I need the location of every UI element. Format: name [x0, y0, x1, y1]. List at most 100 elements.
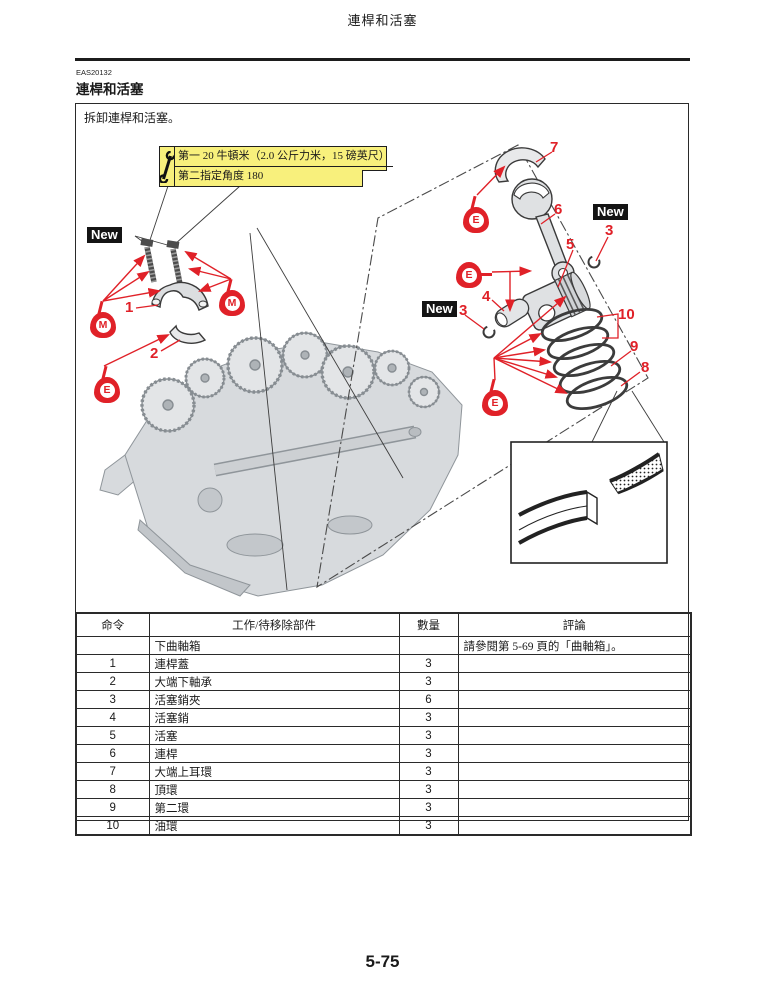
- table-row: 6 連桿 3: [75, 744, 692, 763]
- table-header-row: 命令 工作/待移除部件 數量 評論: [75, 612, 692, 637]
- molybdenum-oil-icon: M: [90, 300, 116, 338]
- piston-rings: [540, 307, 629, 411]
- table-row: 下曲軸箱 請參閱第 5-69 頁的「曲軸箱」。: [75, 636, 692, 655]
- order-cell: 5: [75, 726, 150, 745]
- col-header-order: 命令: [75, 612, 150, 637]
- table-row: 10 油環 3: [75, 816, 692, 836]
- assembly-frame-dashline: [316, 144, 649, 589]
- callout-2: 2: [150, 345, 159, 362]
- qty-cell: 3: [398, 654, 459, 673]
- exploded-diagram: [99, 144, 668, 597]
- job-cell: 下曲軸箱: [148, 636, 400, 655]
- order-cell: 4: [75, 708, 150, 727]
- connecting-rod-cap: [151, 281, 209, 311]
- remarks-cell: [457, 816, 692, 836]
- table-row: 1 連桿蓋 3: [75, 654, 692, 673]
- piston-pin-clip: [587, 255, 601, 269]
- job-cell: 活塞: [148, 726, 400, 745]
- piston-pin: [494, 298, 530, 328]
- order-cell: [75, 636, 150, 655]
- remarks-cell: [457, 726, 692, 745]
- callout-7: 7: [550, 139, 559, 156]
- order-cell: 1: [75, 654, 150, 673]
- qty-cell: 3: [398, 816, 459, 836]
- remarks-cell: [457, 708, 692, 727]
- callout-3: 3: [459, 302, 468, 319]
- crankcase-illustration: [99, 341, 463, 597]
- job-cell: 第二環: [148, 798, 400, 817]
- connecting-rod-bolts: [140, 238, 183, 285]
- order-cell: 9: [75, 798, 150, 817]
- remarks-cell: [457, 762, 692, 781]
- new-part-label: New: [87, 227, 122, 243]
- note-box-notch: [362, 170, 387, 187]
- section-title: 連桿和活塞: [76, 82, 144, 97]
- remarks-cell: [457, 672, 692, 691]
- table-row: 9 第二環 3: [75, 798, 692, 817]
- new-part-label: New: [593, 204, 628, 220]
- job-cell: 大端上耳環: [148, 762, 400, 781]
- col-header-qty: 數量: [398, 612, 459, 637]
- remarks-cell: [457, 798, 692, 817]
- order-cell: 6: [75, 744, 150, 763]
- remarks-cell: [457, 744, 692, 763]
- callout-5: 5: [566, 236, 575, 253]
- callout-leaders: [135, 151, 641, 387]
- engine-oil-icon: E: [456, 262, 492, 288]
- job-cell: 活塞銷夾: [148, 690, 400, 709]
- table-row: 2 大端下軸承 3: [75, 672, 692, 691]
- remarks-cell: [457, 690, 692, 709]
- intro-text: 拆卸連桿和活塞。: [84, 111, 181, 125]
- torque-note-box: 第一 20 牛頓米（2.0 公斤力米，15 磅英尺） 第二指定角度 180: [159, 146, 393, 187]
- col-header-remarks: 評論: [457, 612, 692, 637]
- remarks-cell: [457, 780, 692, 799]
- ring-gap-inset: [510, 441, 668, 564]
- torque-spec-line1: 第一 20 牛頓米（2.0 公斤力米，15 磅英尺）: [175, 147, 393, 167]
- job-cell: 連桿蓋: [148, 654, 400, 673]
- cap-bolt-hole: [198, 300, 208, 308]
- piston: [522, 271, 591, 331]
- table-row: 4 活塞銷 3: [75, 708, 692, 727]
- lubrication-arrows: [102, 165, 568, 394]
- order-cell: 8: [75, 780, 150, 799]
- table-row: 8 頂環 3: [75, 780, 692, 799]
- table-row: 5 活塞 3: [75, 726, 692, 745]
- job-cell: 大端下軸承: [148, 672, 400, 691]
- qty-cell: 3: [398, 762, 459, 781]
- job-cell: 油環: [148, 816, 400, 836]
- big-end-lower-bearing: [169, 324, 207, 344]
- qty-cell: 3: [398, 708, 459, 727]
- qty-cell: 3: [398, 726, 459, 745]
- running-header: 連桿和活塞: [347, 13, 418, 28]
- callout-4: 4: [482, 288, 491, 305]
- qty-cell: [398, 636, 459, 655]
- piston-pin-clip: [482, 325, 496, 339]
- big-end-upper-bearing: [494, 147, 546, 183]
- qty-cell: 3: [398, 672, 459, 691]
- order-cell: 2: [75, 672, 150, 691]
- job-cell: 活塞銷: [148, 708, 400, 727]
- removal-table: 命令 工作/待移除部件 數量 評論 下曲軸箱 請參閱第 5-69 頁的「曲軸箱」…: [75, 612, 692, 836]
- leader-lines: [134, 185, 665, 591]
- crankshaft-illustration: [213, 425, 422, 477]
- crankcase-gears: [140, 331, 441, 433]
- col-header-job: 工作/待移除部件: [148, 612, 400, 637]
- callout-9: 9: [630, 338, 639, 355]
- header-rule: [75, 58, 690, 61]
- job-cell: 連桿: [148, 744, 400, 763]
- remarks-cell: [457, 654, 692, 673]
- callout-3: 3: [605, 222, 614, 239]
- callout-1: 1: [125, 299, 134, 316]
- engine-oil-icon: E: [463, 195, 489, 233]
- molybdenum-oil-icon: M: [219, 278, 245, 316]
- qty-cell: 3: [398, 798, 459, 817]
- order-cell: 7: [75, 762, 150, 781]
- engine-oil-icon: E: [482, 378, 508, 416]
- qty-cell: 3: [398, 744, 459, 763]
- wrench-icon: [160, 147, 175, 186]
- callout-10: 10: [618, 306, 635, 323]
- section-code: EAS20132: [76, 68, 112, 77]
- job-cell: 頂環: [148, 780, 400, 799]
- connecting-rod: [511, 178, 575, 285]
